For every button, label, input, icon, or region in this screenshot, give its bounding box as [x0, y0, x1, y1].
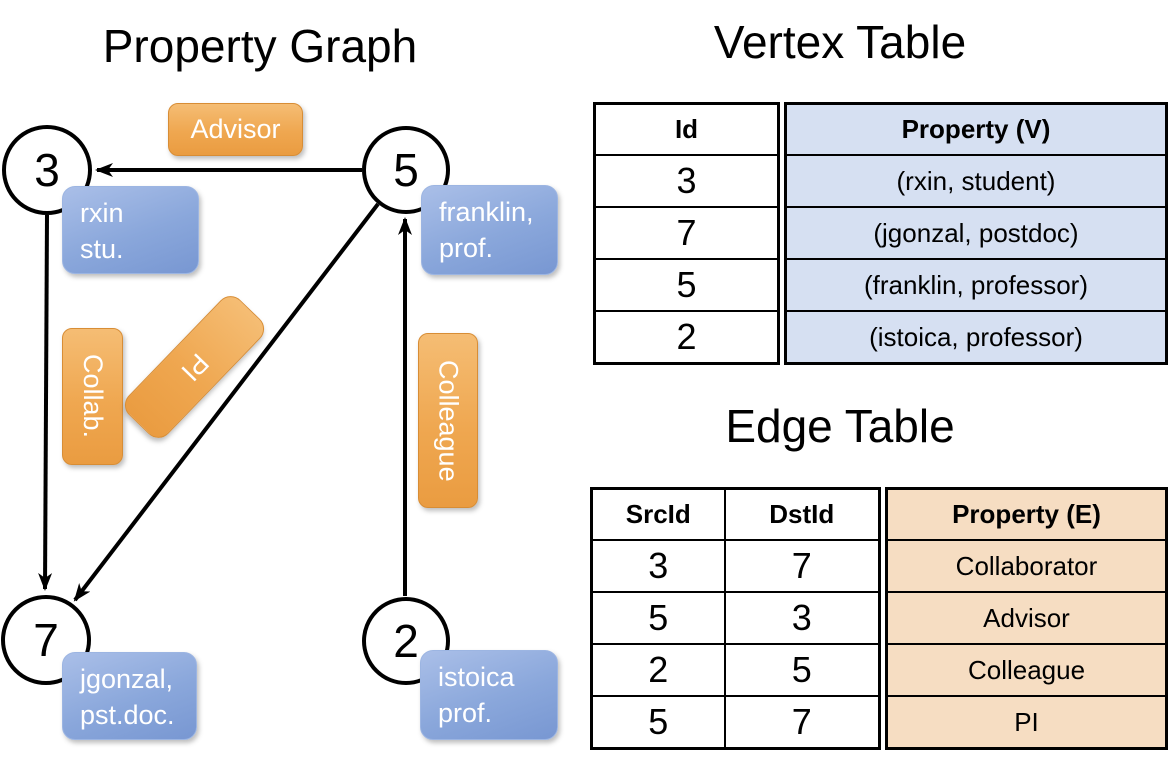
edge-table-cell: 7: [723, 695, 881, 750]
vertex-table-cell: 2: [593, 310, 780, 365]
edge-table-cell: 3: [723, 591, 881, 645]
vertex-label-jgonzal: jgonzal, pst.doc.: [62, 652, 197, 740]
vertex-table-property-column: Property (V) (rxin, student) (jgonzal, p…: [784, 102, 1168, 365]
vertex-table-header-property: Property (V): [784, 102, 1168, 156]
vertex-label-rxin: rxin stu.: [62, 186, 199, 274]
edge-table-cell: 2: [590, 643, 726, 697]
vertex-label-rxin-line1: rxin: [80, 198, 124, 228]
edge-table-header-dstid: DstId: [723, 487, 881, 541]
vertex-label-franklin-line1: franklin,: [439, 197, 534, 227]
edge-table-property-column: Property (E) Collaborator Advisor Collea…: [885, 487, 1168, 750]
edge-table-id-columns: SrcId DstId 3 7 5 3 2 5 5 7: [590, 487, 881, 750]
vertex-table-title: Vertex Table: [713, 16, 967, 68]
edge-table-title: Edge Table: [725, 400, 955, 452]
edge-label-pi-text: PI: [175, 347, 215, 387]
edge-table-cell: Colleague: [885, 643, 1168, 697]
vertex-label-jgonzal-line1: jgonzal,: [80, 664, 174, 694]
vertex-table-id-column: Id 3 7 5 2: [593, 102, 780, 365]
vertex-table-cell: 5: [593, 258, 780, 312]
vertex-label-jgonzal-line2: pst.doc.: [80, 700, 175, 730]
vertex-table-cell: (jgonzal, postdoc): [784, 206, 1168, 260]
edge-table-cell: 5: [590, 591, 726, 645]
edge-table-cell: 3: [590, 539, 726, 593]
vertex-label-istoica-line1: istoica: [438, 662, 515, 692]
edge-label-collab: Collab.: [62, 328, 123, 465]
edge-line-collab-3-to-7: [38, 214, 53, 591]
vertex-table-cell: (rxin, student): [784, 154, 1168, 208]
edge-table-cell: 5: [723, 643, 881, 697]
edge-label-colleague-text: Colleague: [433, 359, 464, 482]
edge-table-cell: 7: [723, 539, 881, 593]
edge-table-header-property: Property (E): [885, 487, 1168, 541]
vertex-table-cell: (istoica, professor): [784, 310, 1168, 365]
vertex-table-header-id: Id: [593, 102, 780, 156]
edge-table-header-srcid: SrcId: [590, 487, 726, 541]
edge-line-pi-5-to-7: [73, 202, 380, 602]
node-circle-5: 5: [362, 126, 450, 214]
edge-label-advisor-text: Advisor: [190, 114, 281, 144]
node-circle-2: 2: [362, 597, 450, 685]
property-graph-title: Property Graph: [102, 20, 418, 72]
edge-table-cell: Collaborator: [885, 539, 1168, 593]
edge-label-collab-text: Collab.: [78, 354, 108, 439]
vertex-table-cell: (franklin, professor): [784, 258, 1168, 312]
vertex-table-cell: 7: [593, 206, 780, 260]
edge-table-cell: PI: [885, 695, 1168, 750]
vertex-label-istoica: istoica prof.: [420, 650, 558, 740]
edge-table-cell: 5: [590, 695, 726, 750]
vertex-label-rxin-line2: stu.: [80, 234, 124, 264]
edge-label-colleague: Colleague: [418, 333, 478, 508]
edge-label-advisor: Advisor: [168, 103, 303, 156]
vertex-label-istoica-line2: prof.: [438, 698, 493, 728]
vertex-table-cell: 3: [593, 154, 780, 208]
vertex-label-franklin-line2: prof.: [439, 233, 494, 263]
graph-edges-layer: [38, 163, 412, 602]
vertex-label-franklin: franklin, prof.: [421, 185, 558, 275]
edge-table-cell: Advisor: [885, 591, 1168, 645]
